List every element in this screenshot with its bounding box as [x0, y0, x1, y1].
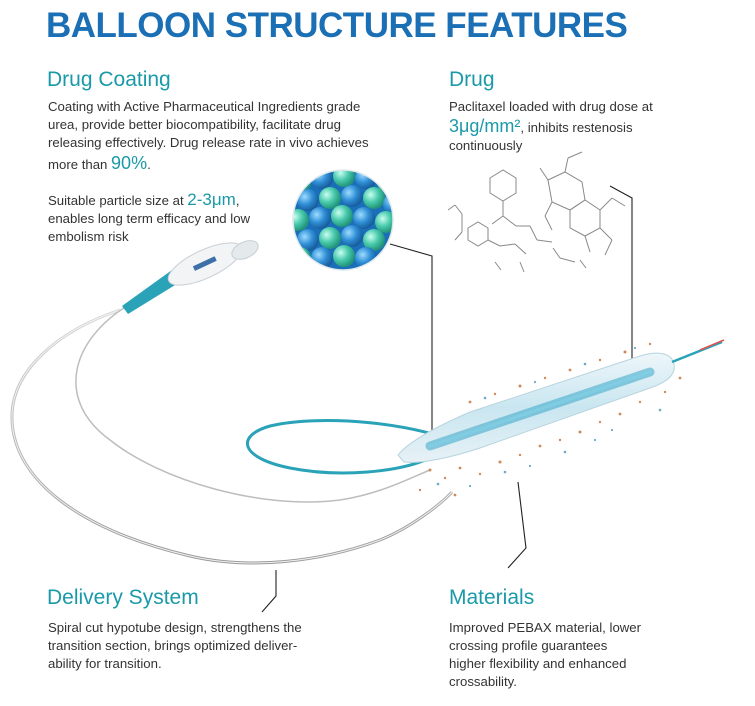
particle-size-line: embolism risk [48, 229, 129, 244]
materials-description: Improved PEBAX material, lower crossing … [449, 619, 729, 691]
drug-coating-text: more than [48, 157, 112, 172]
delivery-catheter [10, 303, 454, 565]
drug-line: 3μg/mm², inhibits restenosis [449, 117, 739, 137]
leader-lines [261, 185, 633, 613]
materials-heading: Materials [449, 586, 535, 609]
delivery-system-heading: Delivery System [47, 586, 199, 609]
drug-coating-text: . [147, 157, 151, 172]
drug-coated-balloon-icon [397, 339, 725, 497]
catheter-hub-icon [122, 240, 259, 314]
page-title: BALLOON STRUCTURE FEATURES [46, 6, 628, 45]
drug-line: Paclitaxel loaded with drug dose at [449, 99, 653, 114]
particle-size-line: enables long term efficacy and low [48, 211, 251, 226]
teal-catheter-loop [246, 419, 471, 475]
delivery-system-line: Spiral cut hypotube design, strengthens … [48, 620, 302, 635]
particle-size-text: Suitable particle size at [48, 193, 188, 208]
drug-coating-line: urea, provide better biocompatibility, f… [48, 117, 341, 132]
delivery-system-description: Spiral cut hypotube design, strengthens … [48, 619, 348, 673]
materials-line: higher flexibility and enhanced [449, 656, 627, 671]
drug-heading: Drug [449, 68, 495, 91]
drug-dose-value: 3μg/mm² [449, 116, 521, 136]
particle-size-line: Suitable particle size at 2-3μm, [48, 191, 308, 210]
particle-magnified-icon [293, 170, 393, 270]
paclitaxel-molecule-icon [447, 151, 626, 273]
particle-size-text: , [235, 193, 240, 208]
materials-line: crossability. [449, 674, 517, 689]
materials-line: Improved PEBAX material, lower [449, 620, 642, 635]
drug-coating-line: releasing effectively. Drug release rate… [48, 135, 369, 150]
drug-description: Paclitaxel loaded with drug dose at 3μg/… [449, 98, 739, 155]
drug-coating-line: Coating with Active Pharmaceutical Ingre… [48, 99, 361, 114]
delivery-system-line: ability for transition. [48, 656, 162, 671]
delivery-system-line: transition section, brings optimized del… [48, 638, 298, 653]
release-rate-value: 90% [111, 153, 148, 173]
drug-coating-heading: Drug Coating [47, 68, 171, 91]
particle-size-description: Suitable particle size at 2-3μm, enables… [48, 191, 308, 246]
drug-coating-line: more than 90%. [48, 154, 408, 174]
particle-size-value: 2-3μm [187, 190, 236, 209]
drug-text: , inhibits restenosis [520, 120, 633, 135]
materials-line: crossing profile guarantees [449, 638, 608, 653]
drug-line: continuously [449, 138, 523, 153]
drug-coating-description: Coating with Active Pharmaceutical Ingre… [48, 98, 408, 174]
